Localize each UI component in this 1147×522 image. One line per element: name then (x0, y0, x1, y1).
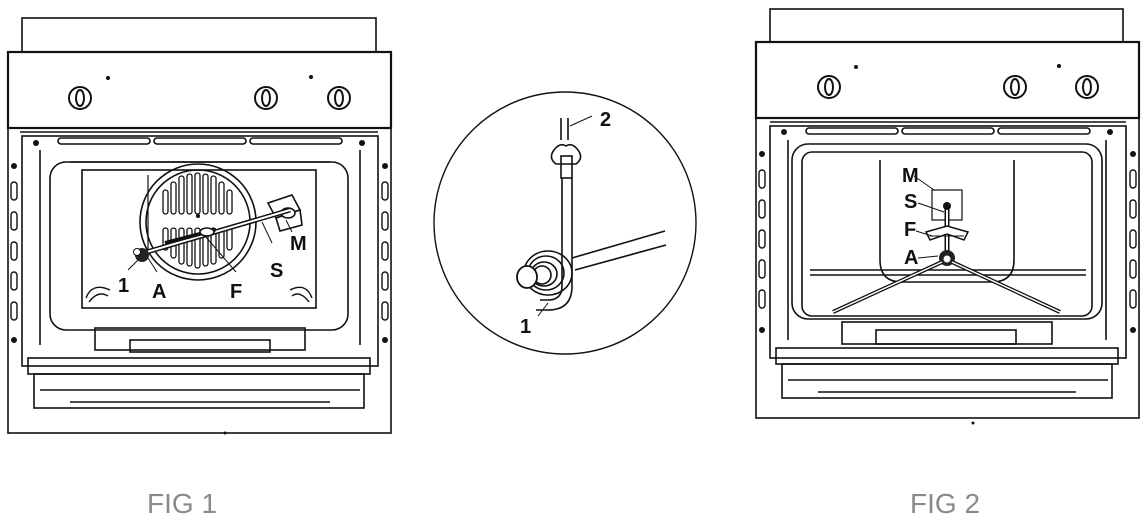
label-m: M (902, 165, 919, 187)
fig2-caption: FIG 2 (910, 488, 981, 519)
label-s: S (270, 260, 283, 282)
knob-icon (817, 75, 1099, 99)
label-1: 1 (118, 275, 129, 297)
fig2-oven-drawing: M S F A (754, 8, 1141, 425)
label-f: F (230, 281, 242, 303)
label-f: F (904, 219, 916, 241)
label-m: M (290, 233, 307, 255)
knob-icon (68, 86, 351, 110)
fig1-caption: FIG 1 (147, 488, 218, 519)
detail-circle-drawing: 2 1 (433, 91, 697, 355)
detail-label-1: 1 (520, 316, 531, 338)
label-a: A (152, 281, 166, 303)
detail-label-2: 2 (600, 109, 611, 131)
label-s: S (904, 191, 917, 213)
label-a: A (904, 247, 918, 269)
fig1-oven-drawing: 1 A F S M (6, 17, 393, 435)
